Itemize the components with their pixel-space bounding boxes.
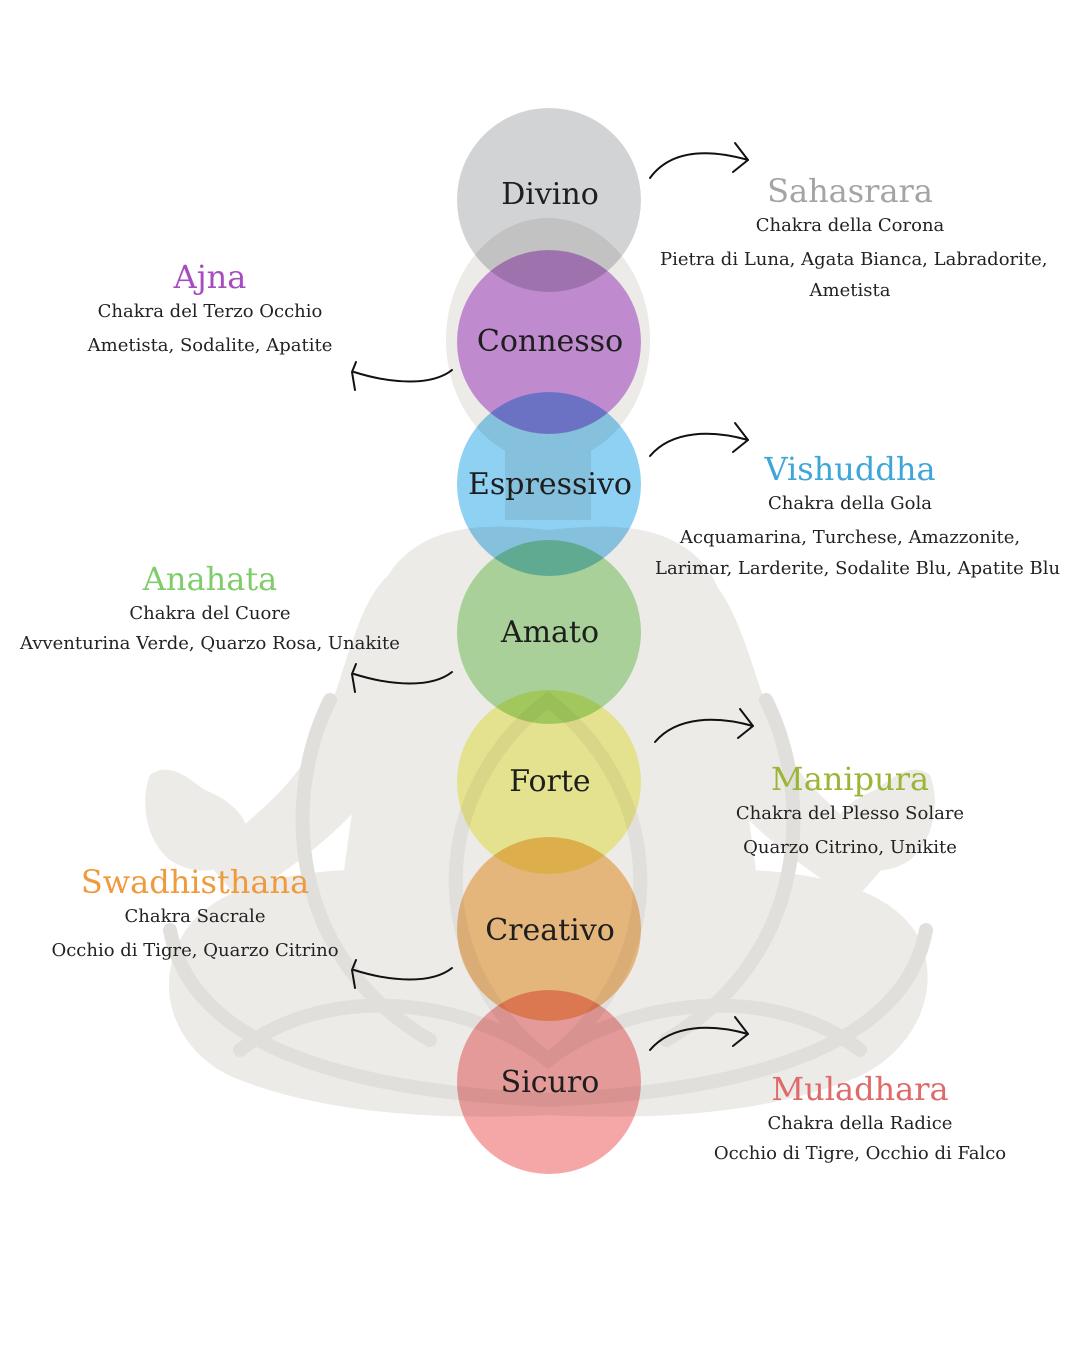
chakra-label-forte: Forte [509,764,591,799]
chakra-name-swadhisthana: Swadhisthana [80,863,310,901]
chakra-stones-vishuddha: Acquamarina, Turchese, Amazzonite, Larim… [655,522,1061,584]
info-ajna: Ajna Chakra del Terzo Occhio Ametista, S… [60,258,360,361]
arrow-right-sahasrara [649,142,749,179]
stones-line-1: Occhio di Tigre, Quarzo Citrino [51,940,339,961]
info-sahasrara: Sahasrara Chakra della Corona Pietra di … [660,172,1048,306]
chakra-label-connesso: Connesso [476,324,624,359]
chakra-name-anahata: Anahata [142,560,278,598]
chakra-stones-anahata: Avventurina Verde, Quarzo Rosa, Unakite [10,628,410,659]
stones-line-1: Quarzo Citrino, Unikite [743,837,957,858]
stones-line-2: Larimar, Larderite, Sodalite Blu, Apatit… [655,558,1061,579]
chakra-label-creativo: Creativo [485,913,615,948]
stones-line-1: Acquamarina, Turchese, Amazzonite, [679,527,1021,548]
chakra-name-muladhara: Muladhara [771,1070,949,1108]
stones-line-2: Ametista [809,280,891,301]
arrow-right-vishuddha [649,422,749,457]
chakra-subtitle-vishuddha: Chakra della Gola [768,493,932,514]
arrow-left-swadhisthana [351,959,453,989]
stones-line-1: Occhio di Tigre, Occhio di Falco [713,1143,1007,1164]
info-anahata: Anahata Chakra del Cuore Avventurina Ver… [10,560,410,659]
chakra-subtitle-ajna: Chakra del Terzo Occhio [97,301,323,322]
chakra-name-ajna: Ajna [173,258,247,296]
chakra-name-sahasrara: Sahasrara [767,172,933,210]
chakra-name-vishuddha: Vishuddha [764,450,936,488]
chakra-subtitle-muladhara: Chakra della Radice [767,1113,953,1134]
arrow-left-anahata [351,663,453,693]
info-vishuddha: Vishuddha Chakra della Gola Acquamarina,… [655,450,1061,584]
chakra-label-espressivo: Espressivo [468,467,632,502]
info-swadhisthana: Swadhisthana Chakra Sacrale Occhio di Ti… [40,863,350,966]
chakra-label-sicuro: Sicuro [500,1065,600,1100]
stones-line-1: Ametista, Sodalite, Apatite [87,335,333,356]
chakra-circle-sicuro [457,990,641,1174]
chakra-stones-ajna: Ametista, Sodalite, Apatite [60,330,360,361]
arrow-left-ajna [351,361,453,391]
chakra-subtitle-manipura: Chakra del Plesso Solare [735,803,965,824]
chakra-label-divino: Divino [501,177,599,212]
chakra-stones-manipura: Quarzo Citrino, Unikite [700,832,1000,863]
chakra-label-amato: Amato [500,615,600,650]
chakra-subtitle-swadhisthana: Chakra Sacrale [124,906,266,927]
info-muladhara: Muladhara Chakra della Radice Occhio di … [710,1070,1010,1169]
chakra-stones-sahasrara: Pietra di Luna, Agata Bianca, Labradorit… [660,244,1048,306]
chakra-stones-swadhisthana: Occhio di Tigre, Quarzo Citrino [40,935,350,966]
chakra-subtitle-sahasrara: Chakra della Corona [755,215,945,236]
arrow-right-manipura [654,708,754,743]
chakra-name-manipura: Manipura [770,760,930,798]
arrow-right-muladhara [649,1016,749,1051]
info-manipura: Manipura Chakra del Plesso Solare Quarzo… [700,760,1000,863]
stones-line-1: Avventurina Verde, Quarzo Rosa, Unakite [20,633,400,654]
chakra-stones-muladhara: Occhio di Tigre, Occhio di Falco [710,1138,1010,1169]
stones-line-1: Pietra di Luna, Agata Bianca, Labradorit… [660,249,1048,270]
chakra-subtitle-anahata: Chakra del Cuore [129,603,291,624]
